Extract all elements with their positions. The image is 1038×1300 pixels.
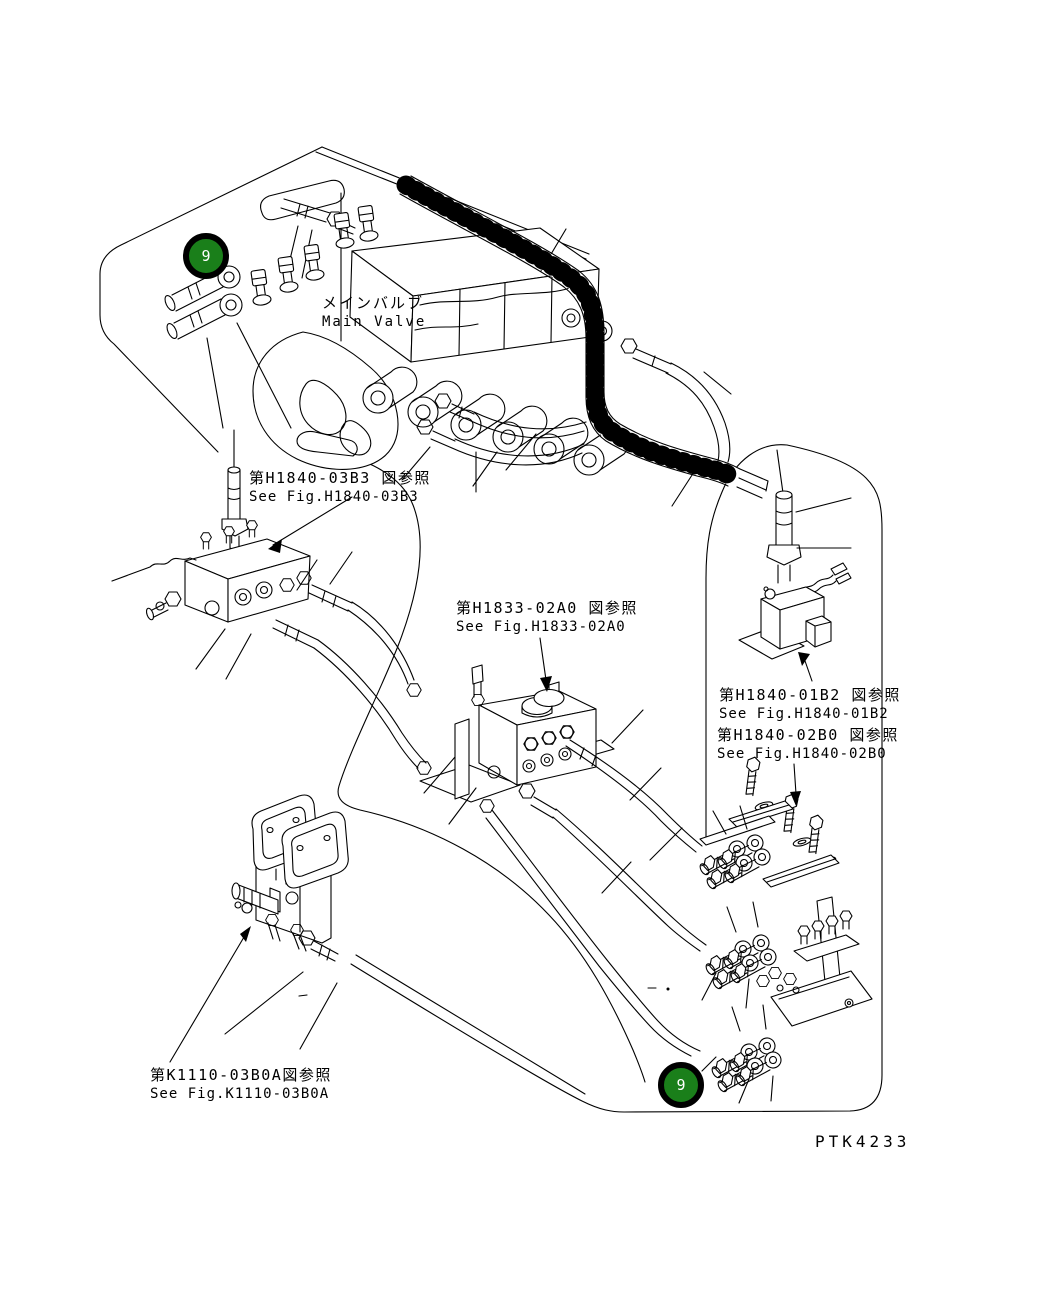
label-main-valve-en: Main Valve [322,314,427,331]
label-ref-h1833-02a0-en: See Fig.H1833-02A0 [456,619,626,636]
label-ref-h1840-02b0-en: See Fig.H1840-02B0 [717,746,887,763]
floor-panel-outlines [99,146,883,1113]
part-code: PTK4233 [815,1132,911,1151]
label-ref-h1840-01b2-en: See Fig.H1840-01B2 [719,706,889,723]
label-ref-h1833-02a0-jp: 第H1833-02A0 図参照 [456,599,638,617]
label-ref-k1110-03b0a: 第K1110-03B0A図参照 See Fig.K1110-03B0A [150,1065,332,1104]
label-main-valve: メインバルブ Main Valve [322,293,426,332]
block-output-hoses [479,739,707,1057]
label-ref-h1840-03b3-en: See Fig.H1840-03B3 [249,489,419,506]
label-ref-k1110-03b0a-en: See Fig.K1110-03B0A [150,1086,330,1103]
label-ref-h1840-02b0-jp: 第H1840-02B0 図参照 [717,726,899,744]
mounting-hardware-h1840-02b0 [699,755,873,1027]
label-ref-h1840-03b3-jp: 第H1840-03B3 図参照 [249,469,431,487]
small-marks [298,987,670,997]
callout-balloon-top-left[interactable]: 9 [183,233,229,279]
callout-balloon-bottom-right-number: 9 [676,1076,686,1094]
label-ref-k1110-03b0a-jp: 第K1110-03B0A図参照 [150,1066,332,1084]
callout-balloon-top-left-number: 9 [201,247,211,265]
callout-balloon-bottom-right[interactable]: 9 [658,1062,704,1108]
reference-arrows [268,496,552,692]
manifold-hoses [272,584,432,775]
label-ref-h1840-01b2-jp: 第H1840-01B2 図参照 [719,686,901,704]
left-elbow-fittings [164,265,292,429]
label-ref-h1840-01b2: 第H1840-01B2 図参照 See Fig.H1840-01B2 [719,685,901,724]
main-valve-assembly [248,204,732,476]
solenoid-block-h1833-02a0 [419,664,683,894]
right-valve-assembly-h1840-01b2 [738,449,852,682]
label-ref-h1840-02b0: 第H1840-02B0 図参照 See Fig.H1840-02B0 [717,725,899,764]
ppc-valve-k1110-03b0a [169,794,349,1063]
hose-end-clusters [694,805,786,1104]
label-ref-h1833-02a0: 第H1833-02A0 図参照 See Fig.H1833-02A0 [456,598,638,637]
wrapped-hose-bundle [396,175,769,507]
label-main-valve-jp: メインバルブ [322,294,425,312]
label-ref-h1840-03b3: 第H1840-03B3 図参照 See Fig.H1840-03B3 [249,468,431,507]
valve-outlet-hoses [401,393,587,493]
